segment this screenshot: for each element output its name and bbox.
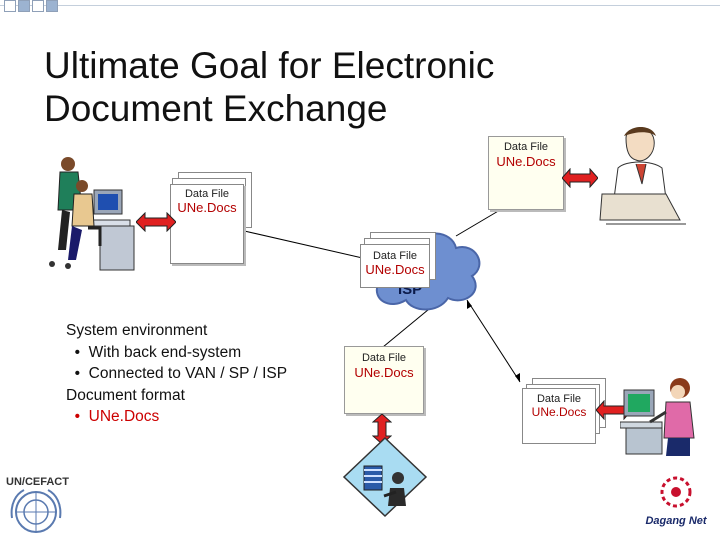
double-arrow-icon xyxy=(596,400,632,420)
doc-format: UNe.Docs xyxy=(531,405,587,419)
doc-format: UNe.Docs xyxy=(496,154,556,169)
doc-label: Data File xyxy=(184,188,230,200)
bullet-text: UNe.Docs xyxy=(88,408,160,425)
corner-square xyxy=(46,0,58,12)
line-left-to-cloud xyxy=(239,229,381,263)
user-terminal-icon xyxy=(342,436,428,518)
environment-text: System environment • With back end-syste… xyxy=(66,320,287,428)
doc-format: UNe.Docs xyxy=(354,365,414,380)
bullet-icon: • xyxy=(66,365,89,382)
un-emblem-icon xyxy=(10,489,62,533)
dagang-net-swoosh-icon xyxy=(660,476,692,508)
corner-square xyxy=(4,0,16,12)
doc-center: Data File UNe.Docs xyxy=(360,244,430,288)
top-rule xyxy=(0,5,720,6)
dagang-net-label: Dagang Net xyxy=(645,515,707,527)
doc-lower-mid: Data File UNe.Docs xyxy=(344,346,424,414)
title-line-2: Document Exchange xyxy=(44,88,388,129)
corner-square xyxy=(18,0,30,12)
un-cefact-logo: UN/CEFACT xyxy=(6,476,70,538)
woman-at-computer-icon xyxy=(620,378,695,456)
corner-square xyxy=(32,0,44,12)
doc-label: Data File xyxy=(372,250,418,262)
environment-heading: System environment xyxy=(66,322,208,339)
office-workers-icon xyxy=(49,157,135,271)
doc-lower-right: Data File UNe.Docs xyxy=(522,388,596,444)
bullet-text: Connected to VAN / SP / ISP xyxy=(88,365,288,382)
line-cloud-to-lowerright xyxy=(466,299,521,383)
un-cefact-label: UN/CEFACT xyxy=(6,476,69,488)
bullet-text: With back end-system xyxy=(88,343,242,361)
doc-label: Data File xyxy=(536,393,582,405)
doc-format: UNe.Docs xyxy=(365,262,425,277)
doc-format: UNe.Docs xyxy=(177,200,237,215)
bullet-icon: • xyxy=(66,343,89,361)
doc-top-right: Data File UNe.Docs xyxy=(488,136,564,210)
environment-bullet: • Connected to VAN / SP / ISP xyxy=(66,363,288,385)
doc-label: Data File xyxy=(503,141,549,153)
environment-bullet: • With back end-system xyxy=(66,342,287,364)
slide-title: Ultimate Goal for Electronic Document Ex… xyxy=(44,44,494,130)
businessman-icon xyxy=(599,127,686,225)
double-arrow-icon xyxy=(136,212,176,232)
title-line-1: Ultimate Goal for Electronic xyxy=(44,45,495,86)
bullet-icon: • xyxy=(66,408,89,425)
dagang-net-logo: Dagang Net xyxy=(636,470,716,530)
format-heading: Document format xyxy=(66,386,185,404)
line-topright-to-cloud xyxy=(455,209,501,237)
double-arrow-icon xyxy=(372,414,392,444)
doc-left: Data File UNe.Docs xyxy=(170,184,244,264)
format-bullet: • UNe.Docs xyxy=(66,406,287,428)
double-arrow-icon xyxy=(562,168,598,188)
doc-label: Data File xyxy=(361,352,407,364)
